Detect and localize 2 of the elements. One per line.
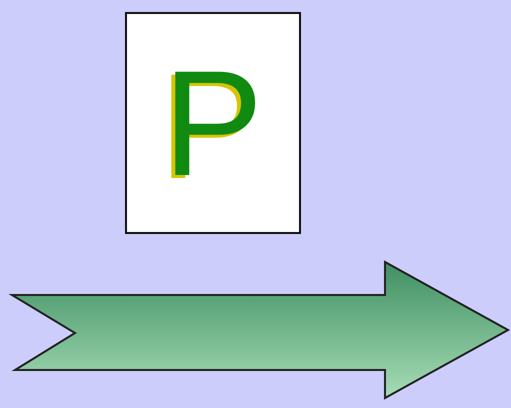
text-box	[125, 12, 301, 234]
letter-label: P	[162, 48, 264, 198]
